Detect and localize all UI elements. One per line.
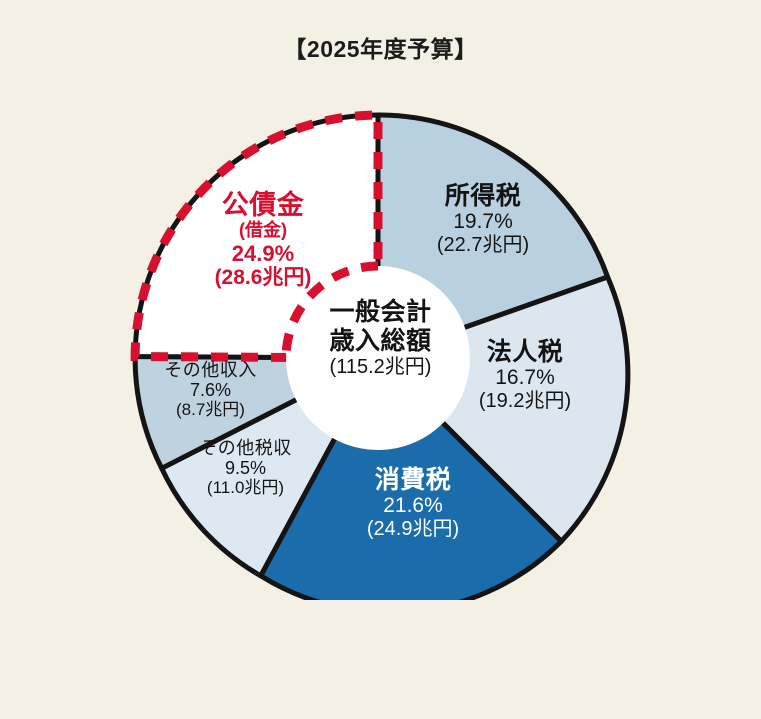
pie-chart-svg [130,110,631,600]
page-title: 【2025年度予算】 [283,36,478,62]
pie-chart [120,100,640,600]
pie-slice-consumption-tax[interactable] [258,355,564,600]
donut-hole [286,266,470,450]
donut-hole-red-arc [281,261,379,359]
pie-slice-public-bonds-dashed-outline [130,110,383,363]
